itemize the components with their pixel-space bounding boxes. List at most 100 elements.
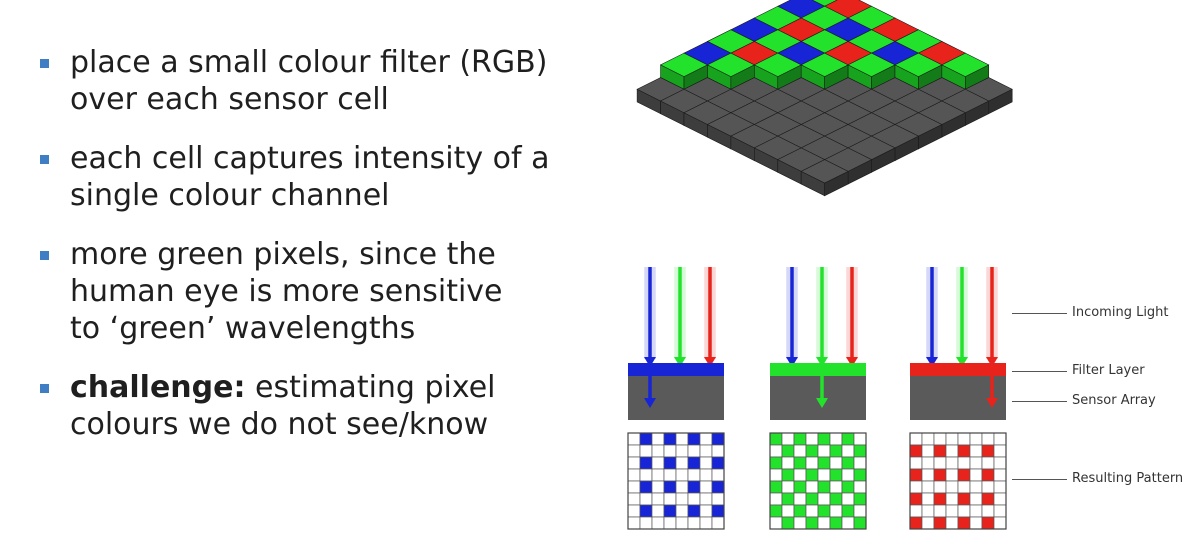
light-arrow <box>986 267 998 367</box>
pattern-cell <box>933 504 947 518</box>
pattern-cell <box>781 492 795 506</box>
pattern-cell <box>675 480 689 494</box>
pattern-cell <box>841 480 855 494</box>
pattern-cell <box>933 492 947 506</box>
pattern-cell <box>829 444 843 458</box>
pattern-cell <box>957 480 971 494</box>
pattern-cell <box>981 468 995 482</box>
pattern-cell <box>933 444 947 458</box>
pattern-cell <box>769 444 783 458</box>
bullet-text: estimating pixel colours we do not see/k… <box>70 370 496 442</box>
pattern-cell <box>793 480 807 494</box>
pattern-cell <box>663 516 677 530</box>
pattern-cell <box>921 456 935 470</box>
bullet-list: place a small colour filter (RGB) over e… <box>40 44 600 465</box>
pattern-cell <box>829 432 843 446</box>
filter-cell <box>800 52 849 90</box>
pattern-cell <box>675 468 689 482</box>
pattern-cell <box>921 468 935 482</box>
pattern-cell <box>829 456 843 470</box>
bullet-text: each cell captures intensity of a single… <box>70 141 550 213</box>
pattern-cell <box>921 504 935 518</box>
pattern-cell <box>627 504 641 518</box>
pattern-cell <box>853 492 867 506</box>
pattern-cell <box>817 492 831 506</box>
pattern-cell <box>945 468 959 482</box>
pattern-cell <box>769 516 783 530</box>
pattern-cell <box>817 504 831 518</box>
pattern-cell <box>981 456 995 470</box>
pattern-cell <box>993 516 1007 530</box>
pattern-cell <box>981 480 995 494</box>
pattern-cell <box>993 492 1007 506</box>
pattern-cell <box>663 492 677 506</box>
pattern-cell <box>711 456 725 470</box>
sensor-array-blue <box>628 376 724 420</box>
sensor-cell <box>800 159 849 197</box>
pattern-cell <box>687 492 701 506</box>
leader-line-sensor-array <box>1012 401 1067 402</box>
pattern-cell <box>687 456 701 470</box>
pattern-cell <box>781 480 795 494</box>
pattern-cell <box>853 480 867 494</box>
pattern-cell <box>699 504 713 518</box>
pattern-cell <box>829 480 843 494</box>
pattern-cell <box>805 516 819 530</box>
pattern-cell <box>699 444 713 458</box>
pattern-cell <box>627 468 641 482</box>
pattern-cell <box>781 444 795 458</box>
pattern-cell <box>663 432 677 446</box>
pattern-cell <box>841 492 855 506</box>
label-filter-layer: Filter Layer <box>1072 363 1145 378</box>
pattern-cell <box>945 480 959 494</box>
pattern-cell <box>639 432 653 446</box>
pattern-cell <box>853 456 867 470</box>
pattern-cell <box>933 468 947 482</box>
pattern-cell <box>841 504 855 518</box>
pattern-cell <box>675 516 689 530</box>
pattern-cell <box>921 432 935 446</box>
label-sensor-array: Sensor Array <box>1072 393 1156 408</box>
filter-layer-red <box>910 363 1006 376</box>
pattern-cell <box>651 468 665 482</box>
pattern-cell <box>945 504 959 518</box>
leader-line-filter-layer <box>1012 371 1067 372</box>
pattern-cell <box>921 480 935 494</box>
pattern-cell <box>969 516 983 530</box>
bullet-marker-icon <box>40 384 49 393</box>
pattern-cell <box>817 516 831 530</box>
pattern-cell <box>781 456 795 470</box>
pattern-cell <box>981 504 995 518</box>
pattern-cell <box>853 468 867 482</box>
pattern-cell <box>793 456 807 470</box>
pattern-cell <box>805 480 819 494</box>
filter-cell <box>659 52 709 90</box>
pattern-cell <box>627 480 641 494</box>
pattern-cell <box>687 432 701 446</box>
pattern-cell <box>957 516 971 530</box>
pattern-cell <box>909 516 923 530</box>
pattern-cell <box>711 468 725 482</box>
pattern-cell <box>639 456 653 470</box>
pattern-cell <box>627 456 641 470</box>
pattern-cell <box>993 468 1007 482</box>
pattern-cell <box>957 456 971 470</box>
pattern-cell <box>711 444 725 458</box>
pattern-cell <box>793 504 807 518</box>
pattern-cell <box>793 516 807 530</box>
pattern-cell <box>909 432 923 446</box>
pattern-cell <box>781 516 795 530</box>
pattern-cell <box>639 516 653 530</box>
bullet-marker-icon <box>40 251 49 260</box>
pattern-cell <box>793 468 807 482</box>
bullet-item: more green pixels, since the human eye i… <box>40 236 540 347</box>
pattern-cell <box>817 444 831 458</box>
light-arrow <box>956 267 968 367</box>
pattern-cell <box>957 444 971 458</box>
pattern-cell <box>817 456 831 470</box>
pattern-cell <box>805 432 819 446</box>
filter-layer-green <box>770 363 866 376</box>
pattern-cell <box>993 504 1007 518</box>
pattern-cell <box>933 456 947 470</box>
pattern-cell <box>699 480 713 494</box>
